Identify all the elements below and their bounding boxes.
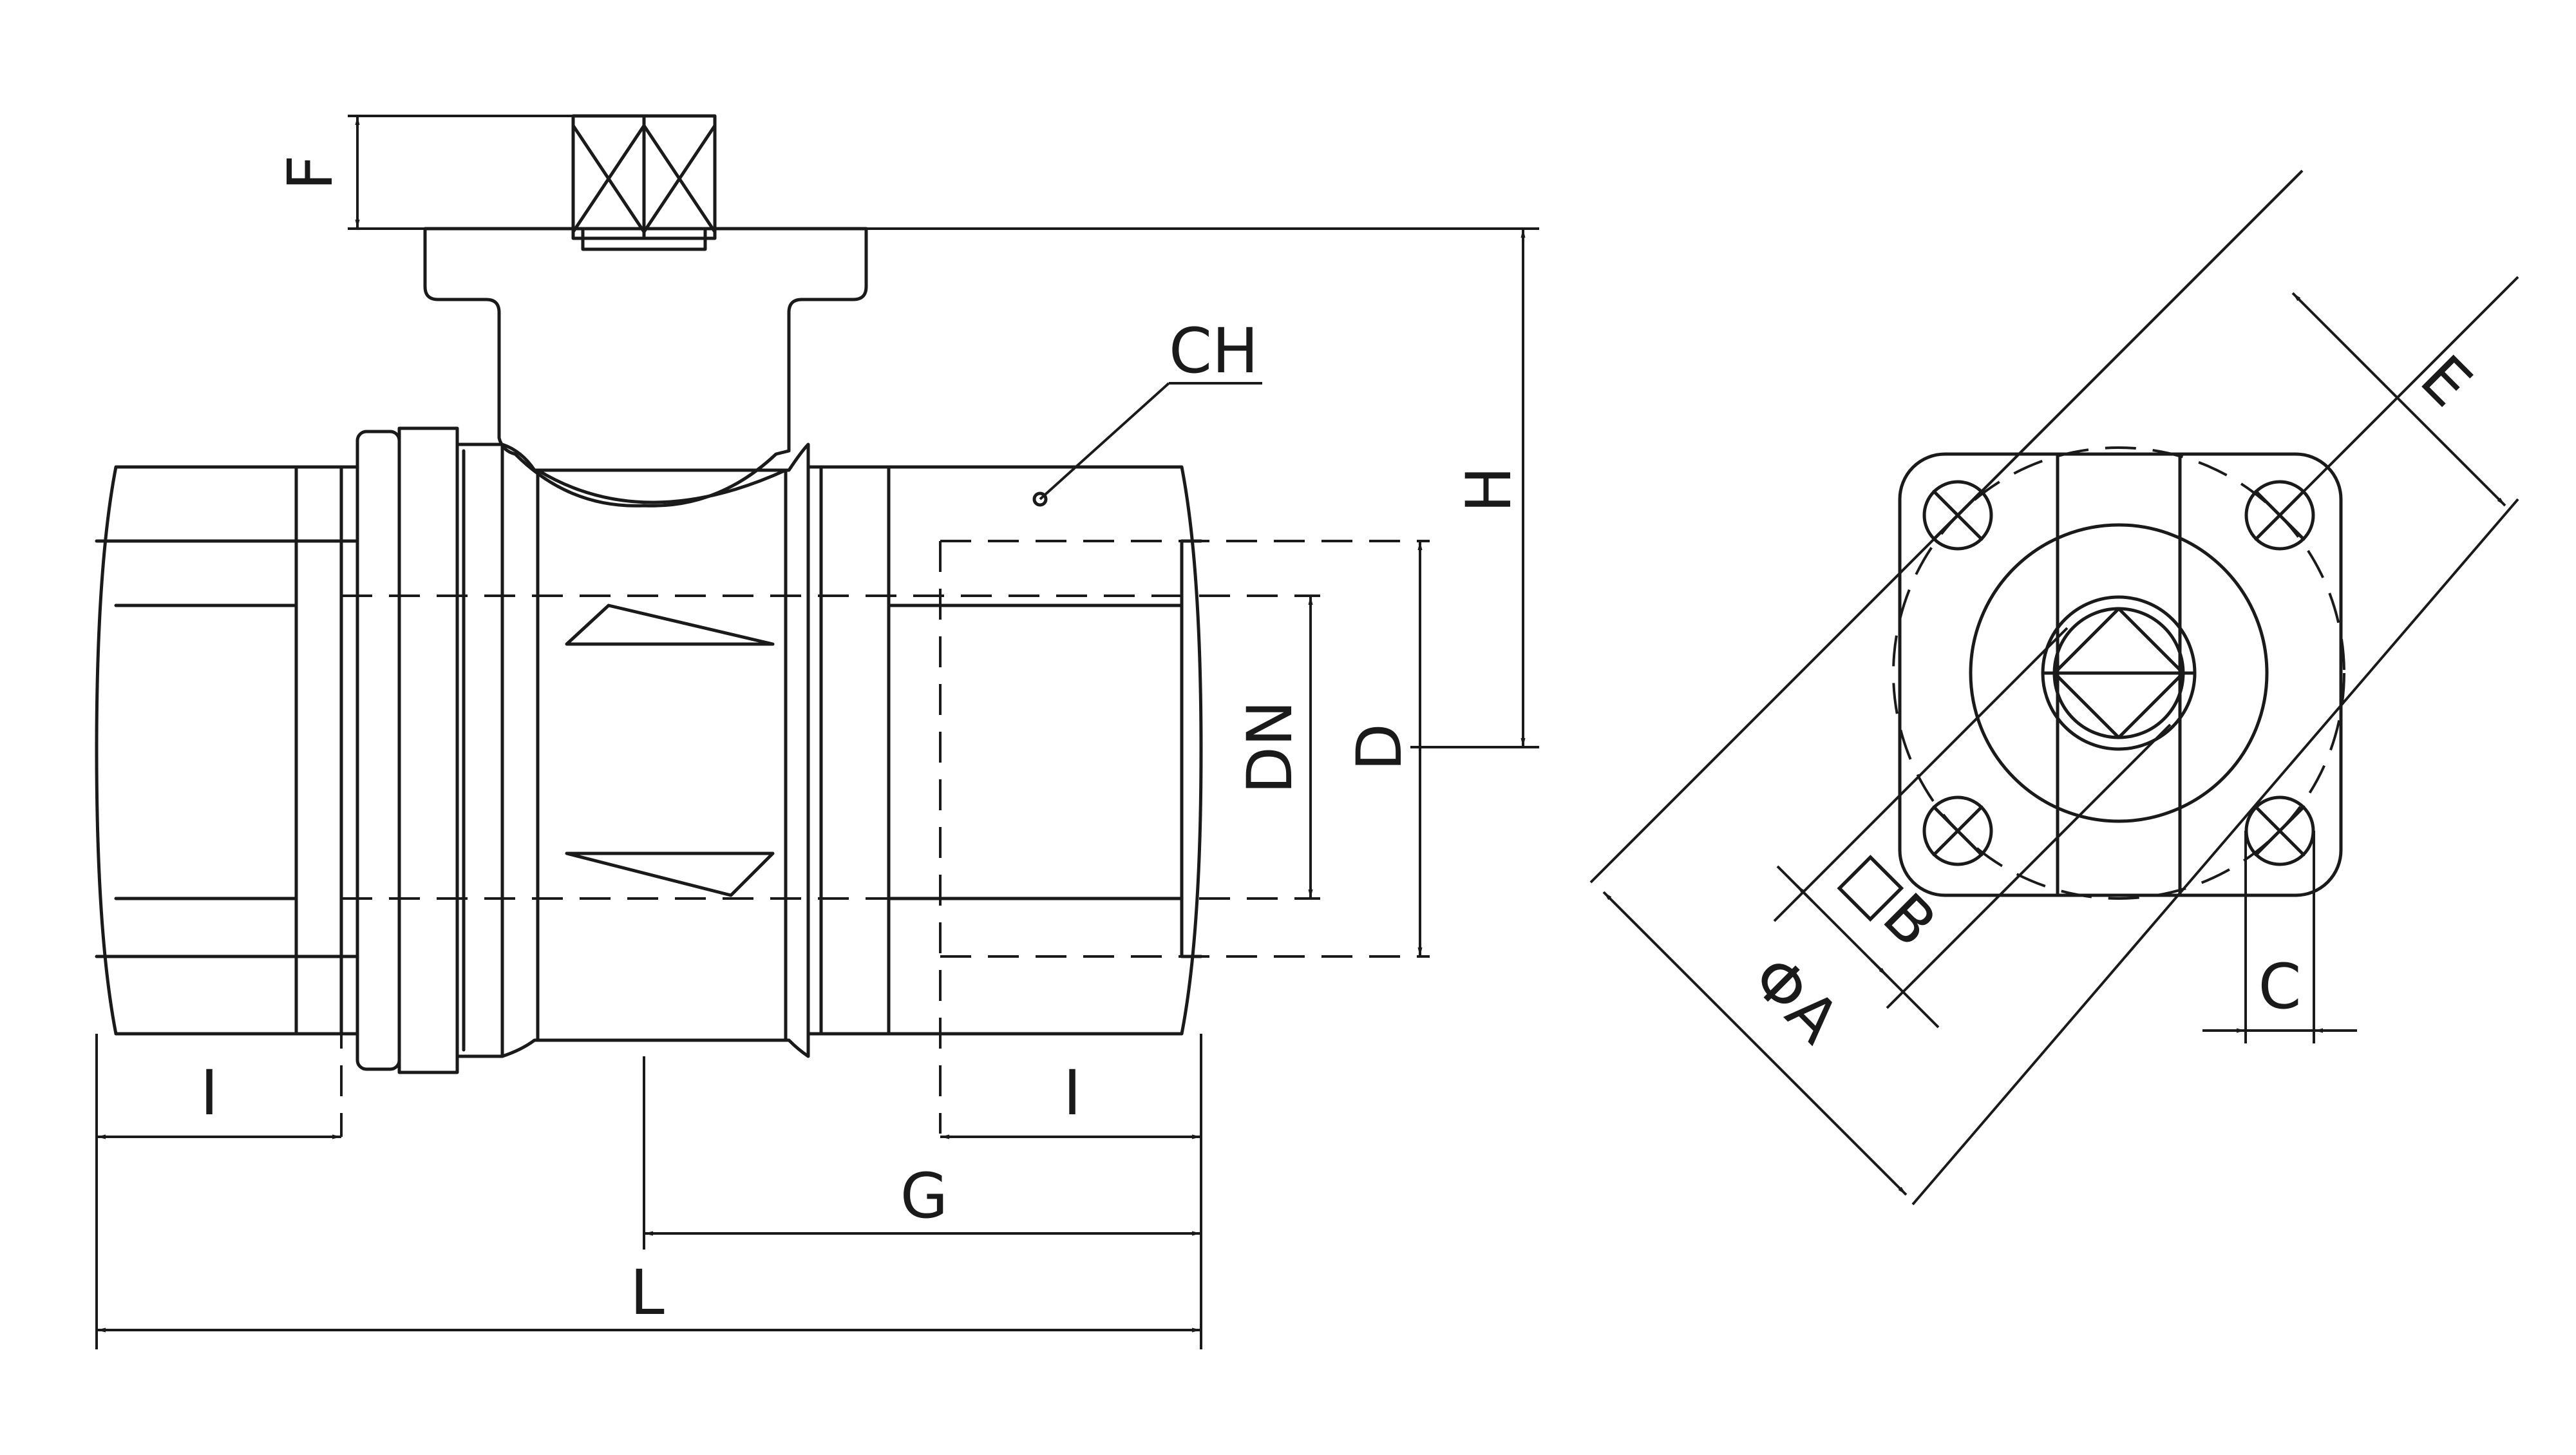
dim-label-i-left: I [200, 1057, 218, 1129]
valve-side-view [95, 114, 1423, 1137]
spindle-square [571, 114, 717, 251]
bolt-hole-bottom-right [2244, 795, 2315, 866]
dim-label-dn: DN [1234, 700, 1306, 794]
dim-label-f: F [274, 155, 346, 190]
flow-arrow-lower [565, 851, 775, 897]
flange-plate [1898, 452, 2343, 897]
dim-label-h: H [1453, 466, 1525, 513]
center-body [500, 442, 810, 1058]
mounting-flange [423, 227, 868, 508]
dim-label-c: C [2258, 951, 2301, 1023]
dim-label-i-right: I [1063, 1057, 1081, 1129]
dim-label-g: G [900, 1160, 948, 1232]
valve-top-view [1892, 446, 2345, 900]
left-end-body [95, 465, 359, 1036]
hidden-lines [97, 540, 1423, 1137]
dim-label-b: □B [1828, 839, 1950, 961]
dim-label-e: E [2407, 342, 2485, 421]
side-dimensions: F H CH DN D I I G L [95, 115, 1539, 1349]
union-nut [355, 426, 504, 1074]
dim-label-l: L [630, 1257, 664, 1329]
flow-arrow-upper [565, 604, 775, 646]
dim-label-d: D [1343, 723, 1416, 771]
dim-label-ch: CH [1169, 315, 1258, 387]
right-end-body [806, 465, 1203, 1036]
dim-label-phi-a: ΦA [1738, 942, 1853, 1057]
stem-diamond [2052, 607, 2185, 739]
bolt-circle [1892, 446, 2345, 900]
bolt-hole-bottom-left [1922, 795, 1993, 866]
